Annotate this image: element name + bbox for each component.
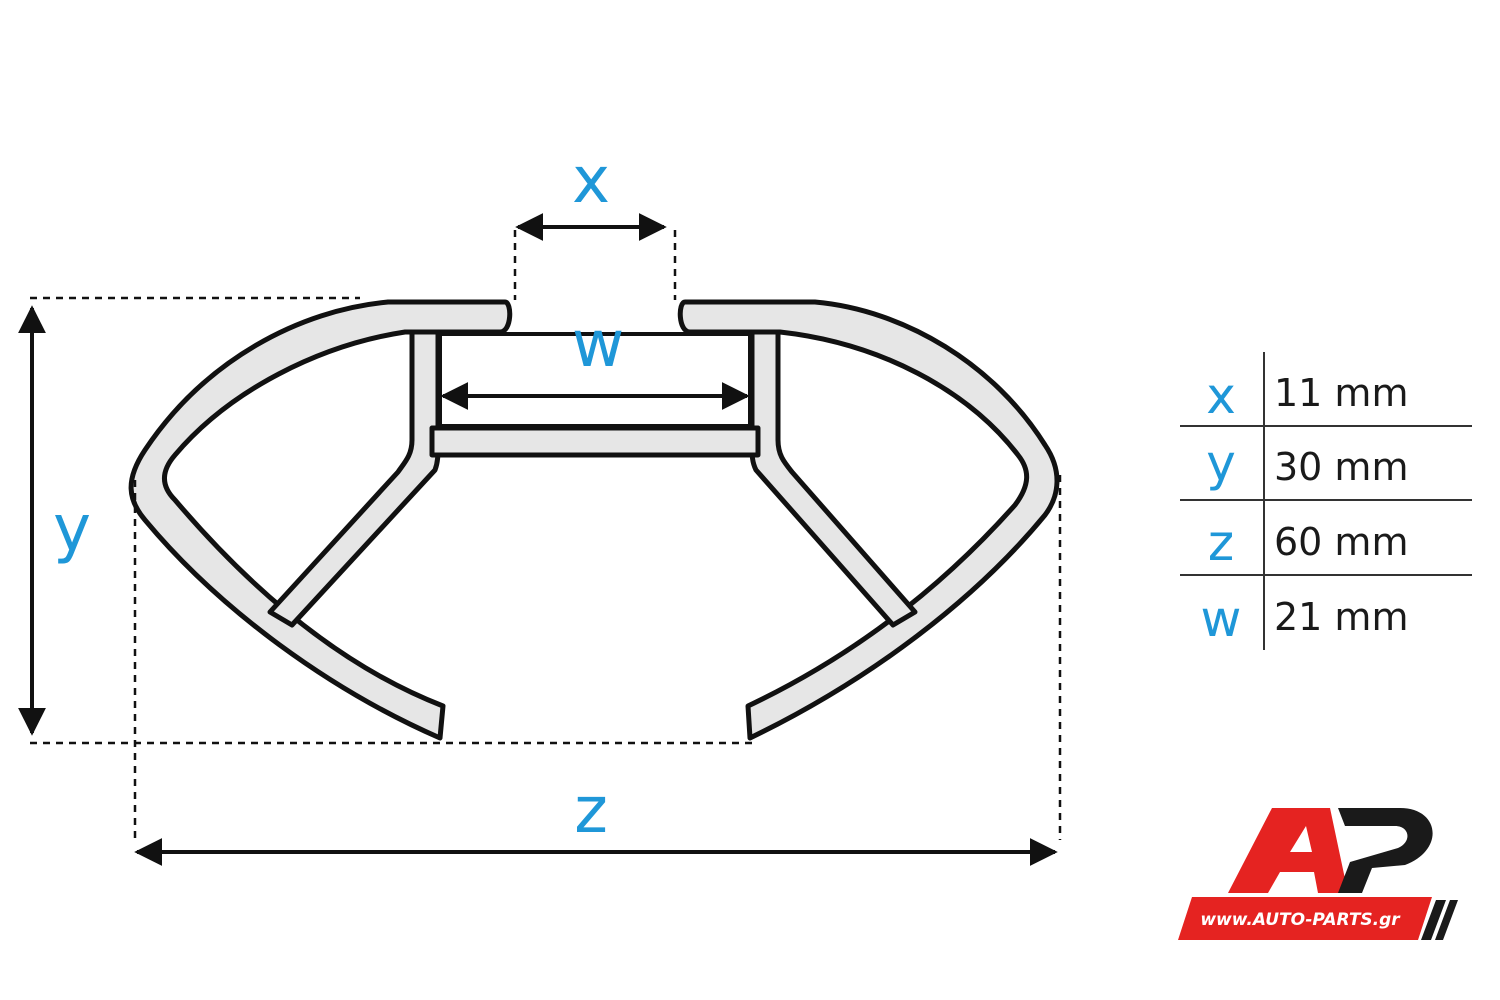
spec-key: z: [1208, 514, 1234, 572]
dimension-arrows: [18, 213, 1058, 866]
label-y: y: [53, 492, 91, 566]
profile-web-left: [267, 329, 441, 628]
logo-letter-a: [1228, 808, 1348, 893]
profile-web-right: [749, 329, 918, 628]
spec-row-w: w 21 mm: [1201, 590, 1409, 648]
label-w: w: [572, 308, 624, 382]
profile-outer-shell-left: [128, 299, 513, 741]
spec-row-y: y 30 mm: [1206, 434, 1408, 492]
auto-parts-logo: www.AUTO-PARTS.gr: [1178, 808, 1458, 940]
profile-outer-shell-right: [677, 299, 1060, 741]
spec-value: 30 mm: [1274, 445, 1408, 489]
spec-key: x: [1206, 367, 1236, 425]
spec-value: 11 mm: [1274, 371, 1408, 415]
spec-value: 21 mm: [1274, 595, 1408, 639]
logo-url: www.AUTO-PARTS.gr: [1200, 910, 1401, 930]
spec-key: w: [1201, 590, 1242, 648]
label-x: x: [572, 144, 610, 218]
dimension-guides: [30, 230, 1062, 840]
profile-channel-floor: [429, 425, 761, 458]
spec-row-x: x 11 mm: [1206, 367, 1408, 425]
logo-stripe-1: [1421, 900, 1446, 940]
spec-key: y: [1206, 434, 1236, 492]
bar-profile-section: [128, 299, 1060, 741]
logo-letter-p: [1338, 808, 1433, 893]
spec-row-z: z 60 mm: [1208, 514, 1409, 572]
spec-table: x 11 mm y 30 mm z 60 mm w 21 mm: [1180, 352, 1472, 650]
logo-banner: [1178, 897, 1432, 940]
label-z: z: [574, 774, 608, 848]
logo-stripe-2: [1435, 900, 1458, 940]
profile-channel-slot: [438, 332, 752, 428]
spec-value: 60 mm: [1274, 520, 1408, 564]
